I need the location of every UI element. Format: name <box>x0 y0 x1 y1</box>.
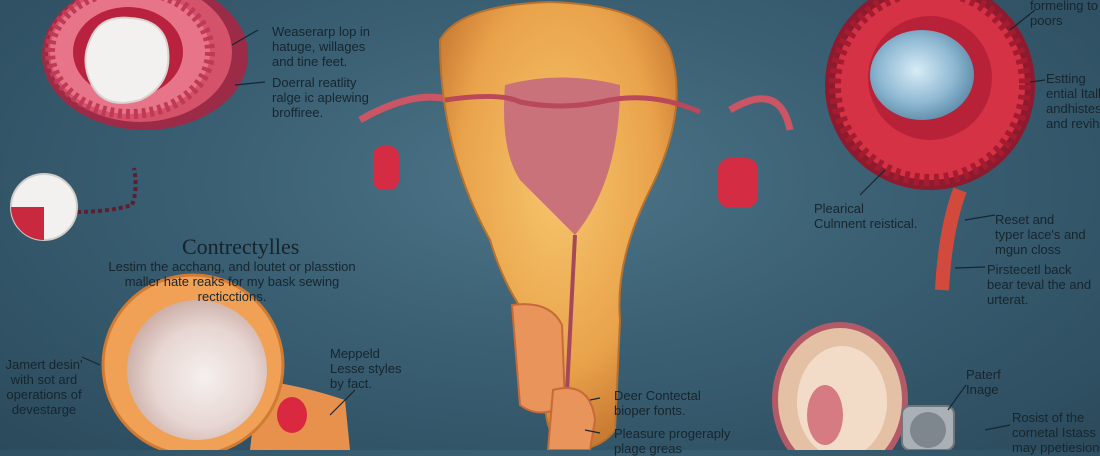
top-right-ring-diagram <box>825 0 1035 291</box>
bottom-right-disc-diagram <box>772 322 955 450</box>
leader-lines <box>81 9 1046 434</box>
top-left-ring-diagram <box>42 0 248 130</box>
small-ball-diagram <box>10 167 138 241</box>
label-mid-center: Lestim the acchang, and loutet or plasst… <box>108 259 356 304</box>
uterus-diagram <box>358 0 794 450</box>
heading: Contrectylles <box>182 234 300 259</box>
bottom-left-cup-diagram <box>101 273 350 450</box>
